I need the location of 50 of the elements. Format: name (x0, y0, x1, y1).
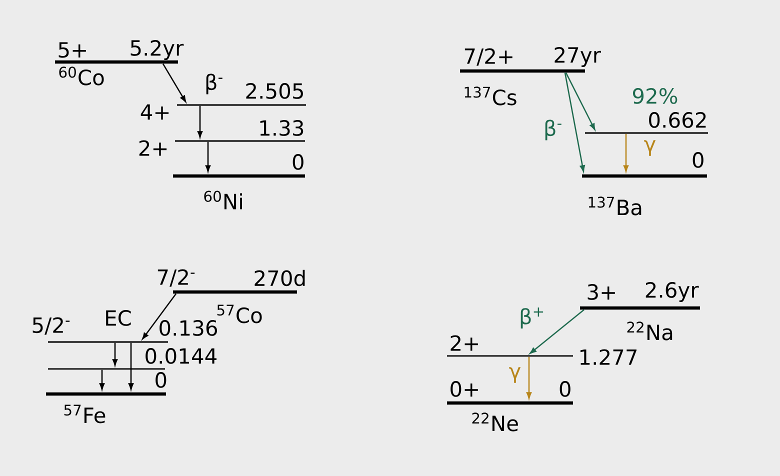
arrow (526, 356, 532, 399)
energy-label: 0 (156, 372, 166, 388)
edge-label: γ (509, 367, 521, 383)
arrow (565, 72, 596, 130)
spin-label: 4+ (140, 104, 169, 120)
energy-label: 1.277 (580, 349, 636, 365)
energy-label: 0.662 (649, 112, 706, 128)
arrow (99, 370, 105, 390)
isotope-label: $^{60}$Ni (204, 190, 242, 210)
energy-label: 0 (560, 381, 570, 397)
half-life-label: 2.6yr (646, 282, 699, 302)
edge-label: β$^{+}$ (520, 307, 544, 329)
spin-label: 2+ (139, 140, 167, 156)
isotope-label: $^{57}$Fe (64, 404, 106, 424)
energy-label: 2.505 (246, 83, 303, 99)
arrow (530, 309, 584, 354)
energy-label: 0 (692, 152, 704, 168)
spin-label: 7/2+ (464, 48, 512, 66)
arrow (623, 134, 629, 172)
isotope-label: $^{60}$Co (59, 66, 104, 86)
edge-label: γ (644, 140, 656, 156)
isotope-label: $^{22}$Na (627, 322, 672, 340)
spin-label: 2+ (450, 335, 478, 351)
edge-label: EC (106, 310, 131, 326)
arrow (197, 106, 203, 138)
energy-label: 1.33 (260, 120, 304, 136)
spin-label: 0+ (450, 381, 478, 397)
half-life-label: 270d (254, 270, 305, 286)
isotope-label: $^{137}$Cs (464, 86, 516, 106)
edge-label: β$^{-}$ (206, 74, 222, 94)
arrow (162, 63, 186, 102)
spin-label: 5/2$^{-}$ (32, 317, 70, 335)
arrow (142, 293, 177, 340)
isotope-label: $^{137}$Ba (588, 196, 642, 216)
edge-label: 92% (632, 88, 678, 104)
spin-label: 5+ (58, 42, 86, 58)
edge-label: β$^{-}$ (545, 120, 562, 140)
half-life-label: 5.2yr (130, 40, 184, 60)
arrow (564, 72, 585, 172)
isotope-label: $^{57}$Co (217, 304, 262, 324)
arrow (128, 342, 134, 390)
energy-label: 0.0144 (146, 348, 216, 364)
arrow (205, 142, 211, 172)
spin-label: 3+ (588, 284, 615, 300)
arrow (112, 342, 118, 366)
half-life-label: 27yr (554, 47, 601, 67)
energy-label: 0 (292, 154, 304, 170)
energy-label: 0.136 (160, 320, 217, 336)
spin-label: 7/2$^{-}$ (158, 269, 195, 287)
isotope-label: $^{22}$Ne (472, 412, 518, 432)
